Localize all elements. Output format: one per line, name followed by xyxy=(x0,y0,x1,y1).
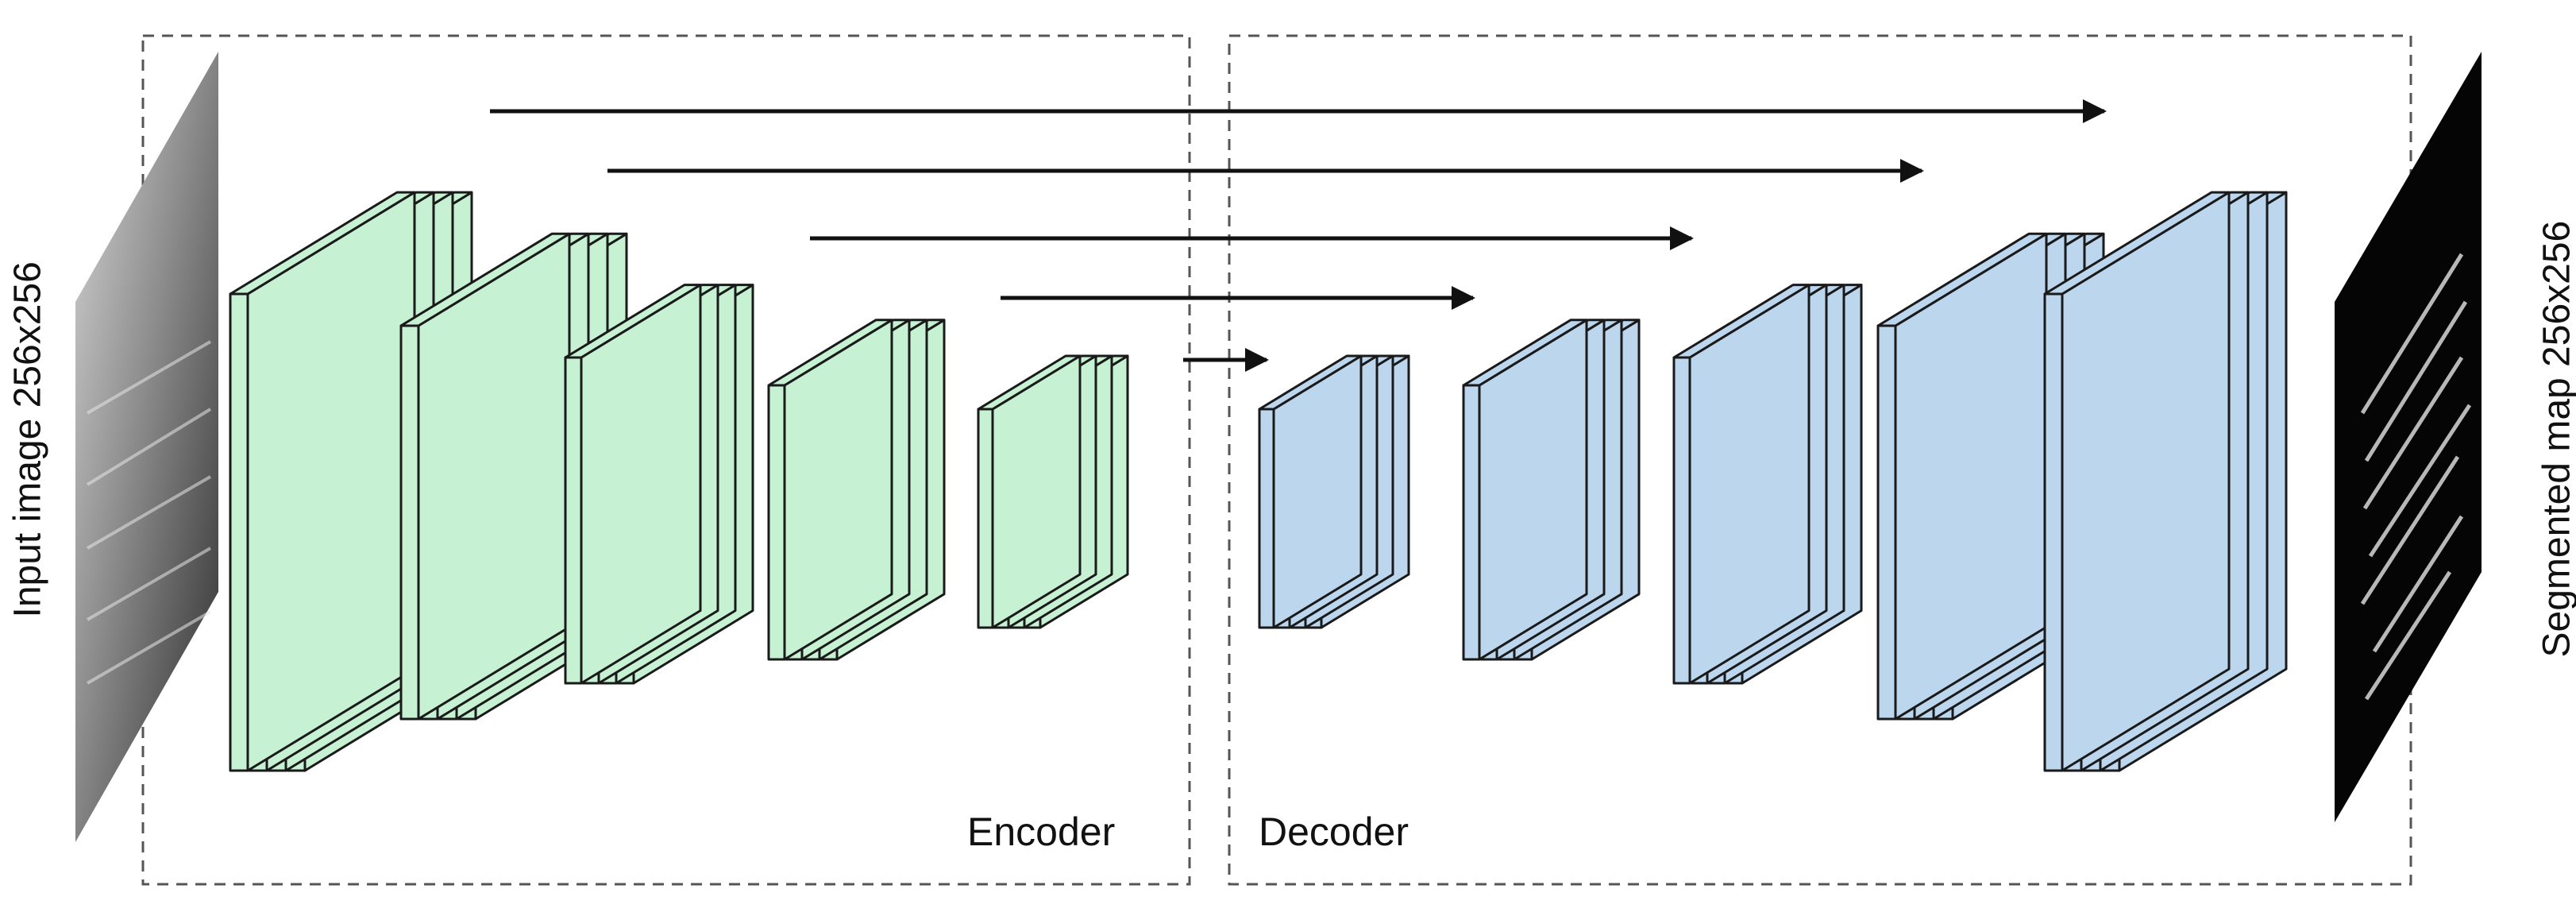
input-label: Input image 256x256 xyxy=(6,284,50,618)
decoder-label: Decoder xyxy=(1259,809,1409,855)
feature-layer xyxy=(230,192,415,771)
output-label: Segmented map 256x256 xyxy=(2536,245,2576,658)
encoder-stage-4 xyxy=(769,320,944,659)
encoder-label: Encoder xyxy=(967,809,1115,855)
encoder-stage-3 xyxy=(565,285,753,683)
feature-layer xyxy=(2045,192,2229,771)
feature-layer xyxy=(1674,285,1809,683)
decoder-stage-5 xyxy=(2045,192,2286,771)
decoder-stage-2 xyxy=(1463,320,1639,659)
layer-blocks xyxy=(230,192,2286,771)
encoder-stage-5 xyxy=(978,356,1128,628)
decoder-stage-3 xyxy=(1674,285,1861,683)
input-image xyxy=(75,52,218,842)
segmented-map xyxy=(2335,52,2482,822)
feature-layer xyxy=(565,285,700,683)
decoder-stage-1 xyxy=(1259,356,1409,628)
